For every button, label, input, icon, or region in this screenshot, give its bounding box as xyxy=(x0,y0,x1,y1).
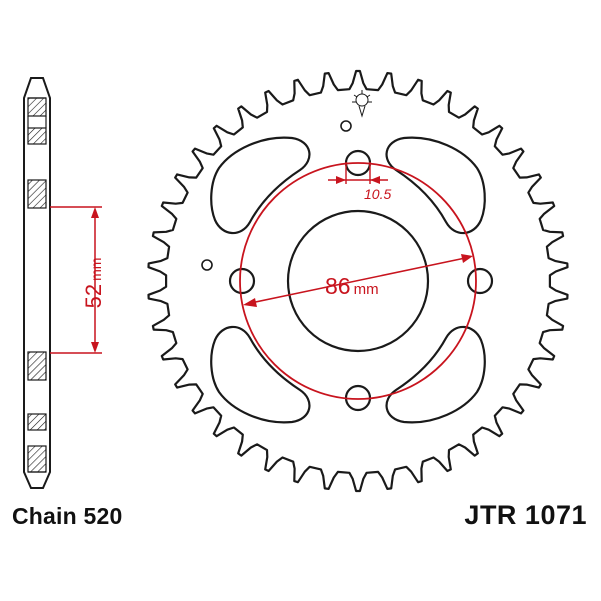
pcd-unit: mm xyxy=(354,281,379,298)
chain-size-caption: Chain 520 xyxy=(12,503,123,529)
offset-dimension: 52 mm xyxy=(50,206,106,354)
bolt-hole-label: 10.5 xyxy=(364,186,391,202)
profile-hatch-lower xyxy=(27,413,47,431)
pcd-circle xyxy=(239,162,477,400)
cutout-top-right xyxy=(385,136,486,235)
aux-hole-top xyxy=(340,120,352,132)
bolt-hole-left xyxy=(228,267,256,295)
bolt-hole-right xyxy=(466,267,494,295)
cutout-bottom-right xyxy=(385,325,486,424)
profile-hatch-mid-bottom xyxy=(27,351,47,381)
offset-dimension-label: 52 mm xyxy=(81,258,106,309)
profile-hatch-top xyxy=(27,97,47,117)
offset-unit: mm xyxy=(88,258,104,281)
offset-value: 52 xyxy=(81,284,106,308)
cutout-top-left xyxy=(210,136,311,235)
sprocket-side-profile xyxy=(23,77,51,489)
profile-hatch-upper xyxy=(27,127,47,145)
cutout-bottom-left xyxy=(210,325,311,424)
bolt-hole-dimension: 10.5 xyxy=(328,162,391,202)
lightening-cutouts xyxy=(210,136,486,424)
part-number-caption: JTR 1071 xyxy=(464,500,587,530)
aux-hole-left xyxy=(201,259,213,271)
profile-hatch-mid-top xyxy=(27,179,47,209)
timing-mark-icon xyxy=(352,90,372,118)
pcd-dimension xyxy=(239,162,477,400)
pcd-value: 86 xyxy=(325,273,351,299)
profile-hatch-bottom xyxy=(27,445,47,473)
